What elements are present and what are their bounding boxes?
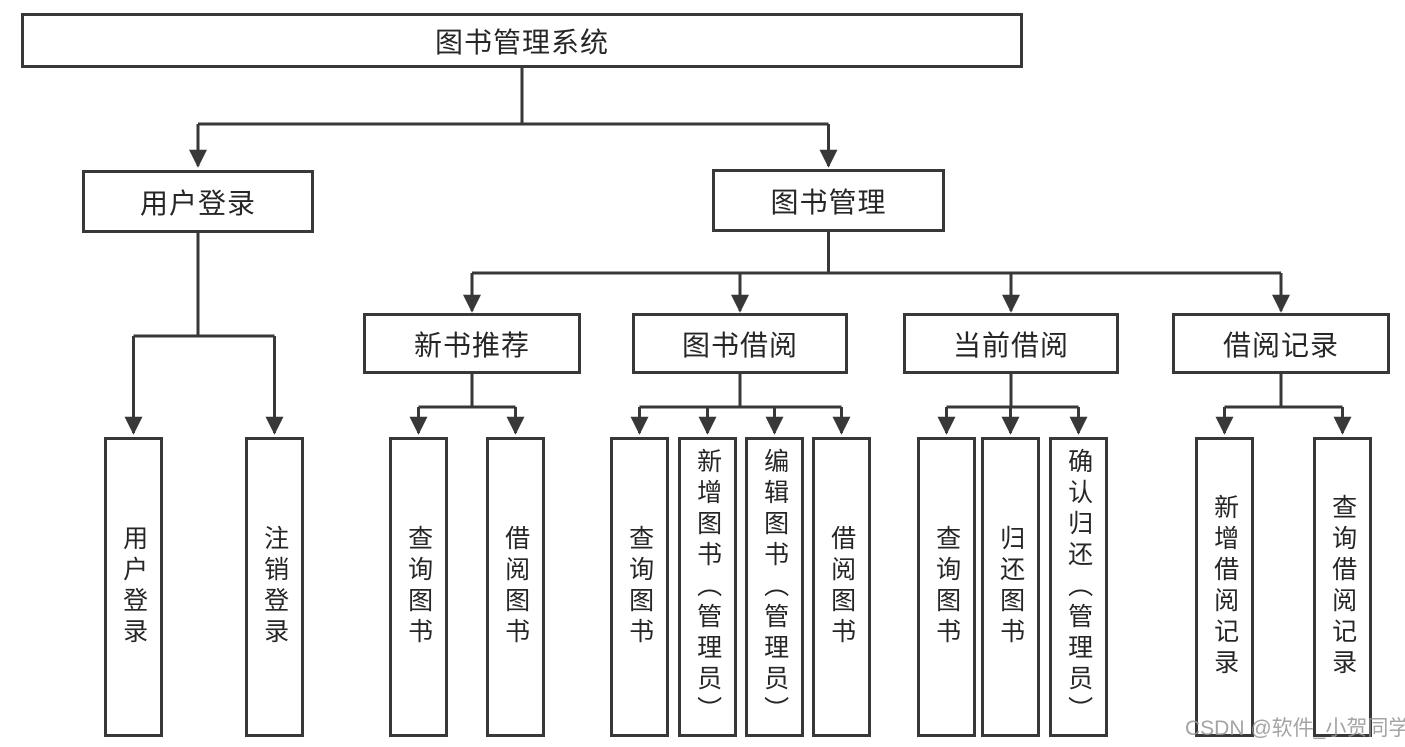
leaf-borrow-books: 借阅图书 (812, 437, 871, 737)
leaf-add-borrow-record: 新增借阅记录 (1195, 437, 1254, 737)
connector-trunk-lines (133, 68, 1343, 409)
node-book-borrowing: 图书借阅 (632, 313, 848, 374)
leaf-add-books-admin: 新增图书（管理员） (678, 437, 737, 737)
leaf-confirm-return-admin: 确认归还（管理员） (1049, 437, 1108, 737)
leaf-newbook-query-books-label: 查询图书 (404, 525, 433, 649)
node-book-management: 图书管理 (712, 169, 945, 232)
leaf-borrow-query-books: 查询图书 (610, 437, 669, 737)
leaf-edit-books-admin-label: 编辑图书（管理员） (760, 447, 789, 727)
leaf-user-login-label: 用户登录 (119, 525, 148, 649)
node-root-label: 图书管理系统 (434, 26, 609, 58)
leaf-edit-books-admin: 编辑图书（管理员） (745, 437, 804, 737)
node-current-borrowing: 当前借阅 (903, 313, 1119, 374)
leaf-newbook-borrow-books: 借阅图书 (486, 437, 545, 737)
leaf-add-books-admin-label: 新增图书（管理员） (693, 447, 722, 727)
leaf-newbook-query-books: 查询图书 (389, 437, 448, 737)
leaf-logout: 注销登录 (245, 437, 304, 737)
node-borrow-records: 借阅记录 (1172, 313, 1390, 374)
node-book-borrowing-label: 图书借阅 (681, 329, 798, 361)
leaf-confirm-return-admin-label: 确认归还（管理员） (1064, 447, 1093, 727)
leaf-query-borrow-record: 查询借阅记录 (1313, 437, 1372, 737)
node-user-login: 用户登录 (82, 170, 314, 233)
node-new-book-recommend: 新书推荐 (363, 313, 581, 374)
node-current-borrowing-label: 当前借阅 (952, 329, 1069, 361)
leaf-add-borrow-record-label: 新增借阅记录 (1210, 494, 1239, 680)
leaf-return-books: 归还图书 (981, 437, 1040, 737)
node-user-login-label: 用户登录 (139, 187, 256, 219)
node-new-book-recommend-label: 新书推荐 (413, 329, 530, 361)
leaf-logout-label: 注销登录 (260, 525, 289, 649)
node-book-management-label: 图书管理 (770, 186, 887, 218)
csdn-watermark: CSDN @软件_小贺同学 (1185, 717, 1405, 740)
leaf-current-query-books-label: 查询图书 (932, 525, 961, 649)
leaf-borrow-books-label: 借阅图书 (827, 525, 856, 649)
leaf-user-login: 用户登录 (104, 437, 163, 737)
node-borrow-records-label: 借阅记录 (1222, 329, 1339, 361)
leaf-current-query-books: 查询图书 (917, 437, 976, 737)
leaf-newbook-borrow-books-label: 借阅图书 (501, 525, 530, 649)
leaf-return-books-label: 归还图书 (996, 525, 1025, 649)
leaf-borrow-query-books-label: 查询图书 (625, 525, 654, 649)
leaf-query-borrow-record-label: 查询借阅记录 (1328, 494, 1357, 680)
node-root: 图书管理系统 (21, 13, 1023, 68)
